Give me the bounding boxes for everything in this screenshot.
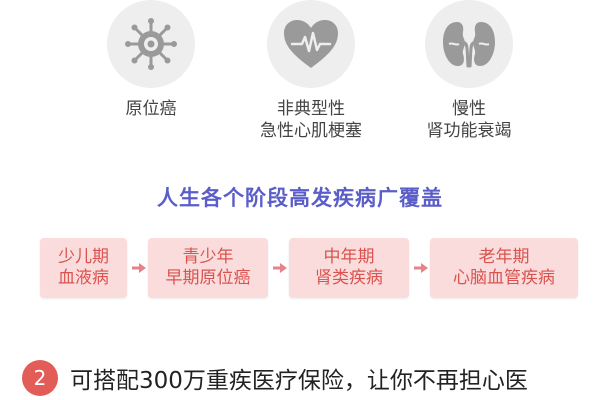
benefit-item: 2 可搭配300万重疾医疗保险，让你不再担心医 — [22, 360, 528, 396]
disease-label-line: 原位癌 — [125, 99, 177, 119]
stage-middle-age: 中年期 肾类疾病 — [289, 238, 409, 298]
stage-disease: 血液病 — [58, 268, 109, 288]
stage-old-age: 老年期 心脑血管疾病 — [430, 238, 578, 298]
arrow-right-icon — [132, 263, 146, 273]
stage-period: 中年期 — [323, 247, 375, 267]
disease-item-renal-failure: 慢性 肾功能衰竭 — [384, 0, 554, 142]
number-badge: 2 — [22, 360, 58, 396]
disease-item-myocardial-infarction: 非典型性 急性心肌梗塞 — [226, 0, 396, 142]
stage-period: 少儿期 — [58, 247, 109, 267]
stage-adolescence: 青少年 早期原位癌 — [148, 238, 268, 298]
disease-label: 原位癌 — [66, 98, 236, 120]
arrow-right-icon — [273, 263, 287, 273]
stage-period: 青少年 — [182, 247, 234, 267]
arrow-right-icon — [414, 263, 428, 273]
coverage-headline: 人生各个阶段高发疾病广覆盖 — [157, 186, 443, 210]
stage-disease: 肾类疾病 — [315, 268, 383, 288]
stage-disease: 心脑血管疾病 — [453, 268, 555, 288]
heart-pulse-icon — [267, 0, 355, 88]
disease-label-line: 肾功能衰竭 — [426, 121, 512, 141]
disease-label-line: 慢性 — [452, 99, 486, 119]
stage-childhood: 少儿期 血液病 — [40, 238, 127, 298]
disease-label: 慢性 肾功能衰竭 — [384, 98, 554, 142]
stage-period: 老年期 — [478, 247, 530, 267]
stage-disease: 早期原位癌 — [165, 268, 251, 288]
disease-label-line: 非典型性 — [277, 99, 345, 119]
benefit-text: 可搭配300万重疾医疗保险，让你不再担心医 — [70, 368, 528, 394]
disease-item-carcinoma-in-situ: 原位癌 — [66, 0, 236, 120]
virus-icon — [107, 0, 195, 88]
kidney-icon — [425, 0, 513, 88]
disease-label-line: 急性心肌梗塞 — [260, 121, 362, 141]
disease-label: 非典型性 急性心肌梗塞 — [226, 98, 396, 142]
